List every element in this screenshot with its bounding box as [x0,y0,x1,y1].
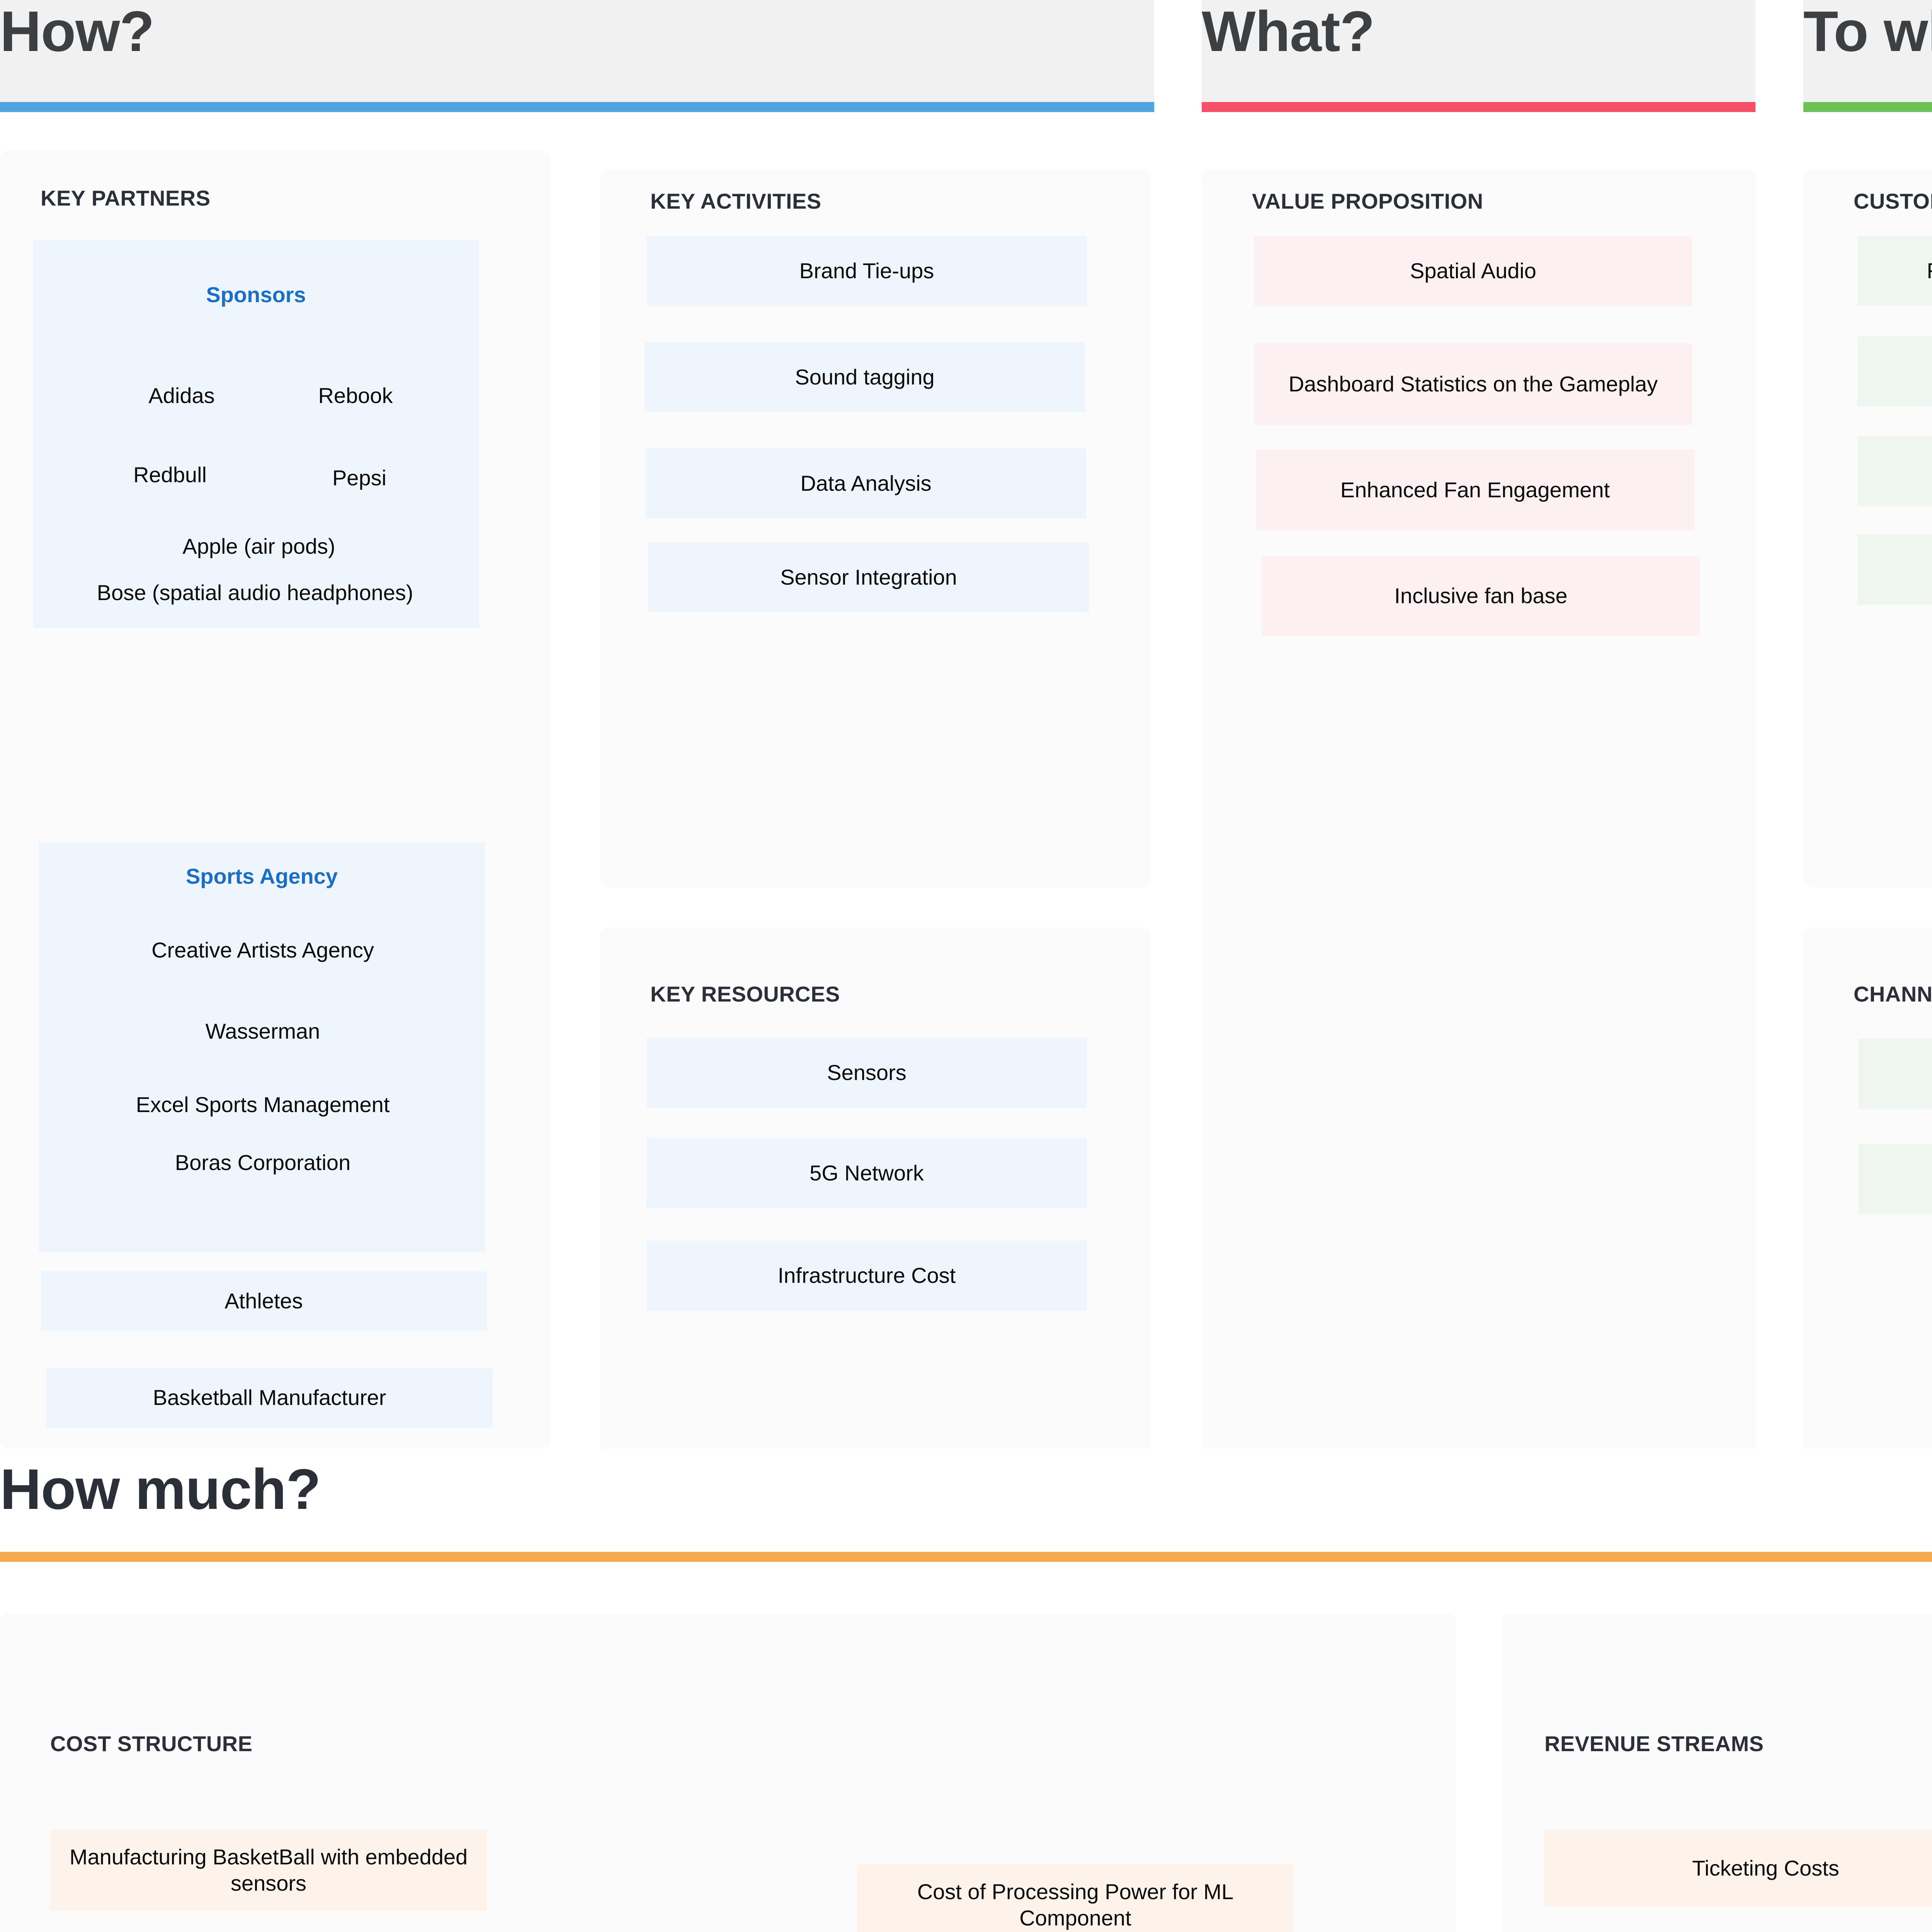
group-item-agency: Boras Corporation [175,1150,351,1175]
card-key-activity[interactable]: Brand Tie-ups [646,236,1087,306]
panel-key-partners: KEY PARTNERS Sponsors Adidas Rebook Redb… [0,151,551,1524]
card-revenue[interactable]: Ticketing Costs [1544,1830,1932,1907]
card-customer-relationship[interactable]: Real-time updates on the game [1857,236,1932,306]
group-heading-sports-agency: Sports Agency [185,864,338,888]
panel-title-key-partners: KEY PARTNERS [41,186,211,210]
group-sponsors: Sponsors Adidas Rebook Redbull Pepsi App… [33,240,479,628]
card-channel[interactable]: Ticketing Seervices [1859,1144,1932,1214]
card-customer-relationship[interactable]: Real time stats update [1857,436,1932,506]
panel-revenue-streams: REVENUE STREAMS Ticketing Costs Monetizi… [1502,1613,1932,1932]
group-item-sponsor: Rebook [318,383,393,408]
card-value-proposition[interactable]: Inclusive fan base [1262,556,1700,636]
section-rule-how-much [0,1552,1932,1562]
section-title-to-whom: To whom? [1803,0,1932,63]
section-header-row: How? What? To whom? [0,0,1932,112]
card-key-resource[interactable]: 5G Network [646,1138,1087,1208]
section-header-how-much-row: How much? [0,1449,1932,1577]
group-item-sponsor: Bose (spatial audio headphones) [97,580,413,605]
section-band-to-whom: To whom? [1803,0,1932,112]
panel-title-key-resources: KEY RESOURCES [650,982,840,1006]
group-heading-sponsors: Sponsors [206,282,306,307]
panel-title-value-proposition: VALUE PROPOSITION [1252,189,1483,213]
panel-cost-structure: COST STRUCTURE Manufacturing BasketBall … [0,1613,1456,1932]
card-cost[interactable]: Manufacturing BasketBall with embedded s… [50,1830,487,1911]
group-item-sponsor: Redbull [133,463,207,487]
card-value-proposition[interactable]: Spatial Audio [1254,236,1692,306]
group-item-agency: Creative Artists Agency [151,938,374,962]
panel-title-key-activities: KEY ACTIVITIES [650,189,821,213]
group-item-agency: Excel Sports Management [136,1092,390,1117]
card-key-activity[interactable]: Sensor Integration [648,542,1089,612]
section-band-what: What? [1202,0,1755,112]
panel-customer-relationships: CUSTOMER RELATIONSHIPS Real-time updates… [1803,169,1932,887]
panel-title-cost-structure: COST STRUCTURE [50,1731,253,1756]
card-value-proposition[interactable]: Dashboard Statistics on the Gameplay [1254,343,1692,425]
card-customer-relationship[interactable]: High quality audio [1857,336,1932,406]
section-title-how-much: How much? [0,1458,321,1521]
panel-title-channels: CHANNELS [1854,982,1932,1006]
card-key-resource[interactable]: Sensors [646,1037,1087,1108]
group-item-sponsor: Adidas [148,383,215,408]
section-rule-how [0,102,1154,112]
card-cost[interactable]: Cost of Processing Power for ML Componen… [857,1864,1294,1932]
business-model-canvas-row: KEY PARTNERS Sponsors Adidas Rebook Redb… [0,112,1932,1565]
group-item-sponsor: Apple (air pods) [182,534,335,558]
section-title-what: What? [1202,0,1375,63]
section-title-how: How? [0,0,155,63]
card-key-resource[interactable]: Infrastructure Cost [646,1240,1087,1311]
panel-value-proposition: VALUE PROPOSITION Spatial Audio Dashboar… [1202,169,1755,1565]
group-item-sponsor: Pepsi [332,466,387,490]
section-rule-to-whom [1803,102,1932,112]
section-band-how: How? [0,0,1154,112]
panel-key-activities: KEY ACTIVITIES Brand Tie-ups Sound taggi… [600,169,1151,887]
section-rule-what [1202,102,1755,112]
card-key-partner[interactable]: Athletes [41,1271,487,1331]
card-key-activity[interactable]: Data Analysis [646,448,1086,519]
card-channel[interactable]: Mobile Services [1859,1039,1932,1109]
group-item-agency: Wasserman [205,1019,320,1043]
card-key-activity[interactable]: Sound tagging [645,342,1085,412]
bottom-canvas-row: COST STRUCTURE Manufacturing BasketBall … [0,1577,1932,1932]
card-value-proposition[interactable]: Enhanced Fan Engagement [1256,449,1694,531]
panel-title-revenue-streams: REVENUE STREAMS [1544,1731,1764,1756]
group-sports-agency: Sports Agency Creative Artists Agency Wa… [39,842,485,1253]
card-customer-relationship[interactable]: Court-side audio experience [1857,534,1932,605]
card-key-partner[interactable]: Basketball Manufacturer [46,1368,493,1428]
panel-title-customer-relationships: CUSTOMER RELATIONSHIPS [1854,189,1932,213]
